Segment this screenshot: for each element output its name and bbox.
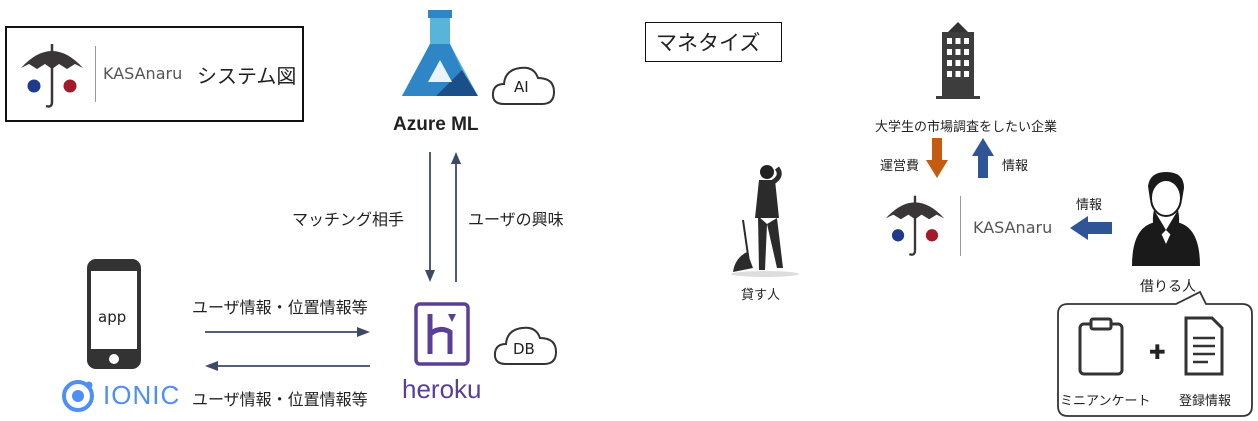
fee-label: 運営費 bbox=[880, 159, 920, 174]
db-cloud-label: DB bbox=[513, 340, 535, 358]
registration-label: 登録情報 bbox=[1179, 394, 1232, 409]
db-cloud-icon bbox=[493, 326, 558, 365]
lender-person-icon bbox=[731, 165, 799, 277]
info-left-label: 情報 bbox=[1076, 198, 1103, 213]
ionic-logo-icon bbox=[62, 380, 94, 412]
brand-name: KASAnaru bbox=[103, 64, 183, 83]
phone-icon bbox=[87, 259, 141, 369]
matching-label: マッチング相手 bbox=[292, 210, 405, 229]
company-label: 大学生の市場調査をしたい企業 bbox=[875, 120, 1058, 135]
app-label: app bbox=[98, 308, 127, 326]
ai-cloud-icon bbox=[491, 66, 556, 105]
clipboard-icon bbox=[1078, 317, 1124, 376]
user-interest-label: ユーザの興味 bbox=[468, 210, 564, 229]
azure-ml-icon bbox=[402, 10, 478, 96]
monetize-title: マネタイズ bbox=[656, 31, 761, 55]
logo-divider bbox=[95, 46, 96, 102]
down-arrow-icon bbox=[425, 152, 435, 282]
kasanaru-umbrella-icon bbox=[885, 195, 945, 256]
borrower-label: 借りる人 bbox=[1140, 279, 1196, 295]
left-arrow-icon bbox=[205, 361, 370, 371]
info-left-arrow-icon bbox=[1070, 216, 1112, 240]
building-icon bbox=[936, 22, 980, 99]
diagram-title: システム図 bbox=[197, 64, 297, 88]
plus-icon: ✚ bbox=[1149, 340, 1166, 364]
user-info-left-label: ユーザ情報・位置情報等 bbox=[192, 390, 368, 409]
fee-down-arrow-icon bbox=[926, 138, 948, 178]
survey-label: ミニアンケート bbox=[1060, 394, 1151, 409]
heroku-icon bbox=[414, 302, 470, 366]
kasanaru-divider bbox=[960, 196, 961, 256]
info-up-arrow-icon bbox=[972, 138, 994, 178]
title-box: KASAnaru システム図 bbox=[5, 26, 304, 122]
up-arrow-icon bbox=[451, 152, 461, 282]
heroku-label: heroku bbox=[402, 374, 482, 404]
kasanaru-label: KASAnaru bbox=[973, 218, 1053, 237]
lender-label: 貸す人 bbox=[741, 288, 781, 303]
right-arrow-icon bbox=[205, 327, 370, 337]
monetize-title-box: マネタイズ bbox=[645, 22, 782, 62]
umbrella-logo-icon bbox=[21, 44, 83, 108]
user-info-right-label: ユーザ情報・位置情報等 bbox=[192, 298, 368, 317]
document-icon bbox=[1184, 316, 1224, 376]
ionic-label: IONIC bbox=[103, 380, 181, 410]
ai-cloud-label: AI bbox=[514, 78, 529, 96]
info-up-label: 情報 bbox=[1002, 159, 1029, 174]
azure-ml-label: Azure ML bbox=[393, 114, 479, 135]
borrower-person-icon bbox=[1132, 172, 1200, 266]
